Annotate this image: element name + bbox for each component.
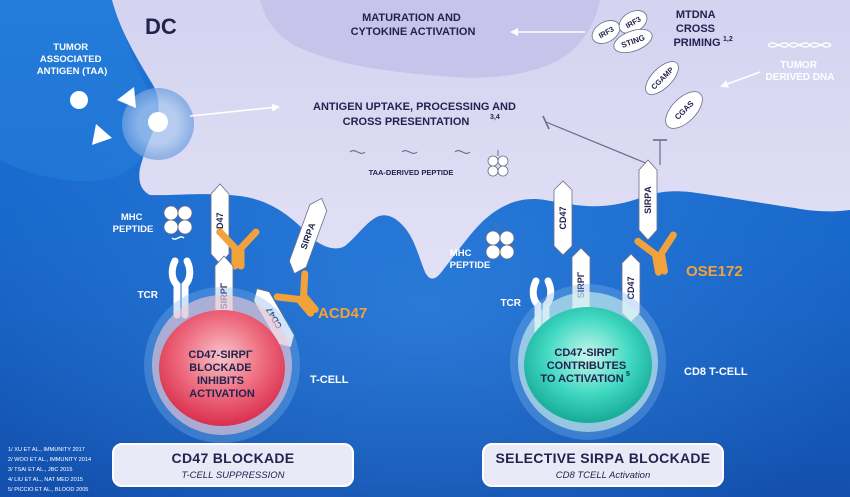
cd47-receptor: CD47 [210, 183, 230, 265]
reference-item: 3/ Tsai et al., JBC 2015 [8, 467, 72, 473]
sirpa-receptor: SIRPα [288, 197, 328, 275]
sirpa-label: SIRPα [643, 186, 653, 214]
antigen-triangle [92, 124, 112, 145]
right-cell-text: CD47-SIRPγ contributes to activation [540, 347, 629, 385]
ose172-label: OSE172 [686, 263, 743, 280]
mhc-label: MHC peptide [113, 212, 154, 235]
peptide-squiggle [454, 149, 471, 155]
sirpg-label: SIRPγ [576, 271, 586, 298]
reference-item: 4/ Liu et al., Nat Med 2015 [8, 477, 83, 483]
acd47-label: αCD47 [318, 305, 367, 322]
tcr-label: TCR [137, 290, 158, 301]
tcr-icon [529, 277, 555, 339]
tcr-icon [168, 257, 194, 319]
caption-box-right [482, 443, 724, 487]
cd8-t-cell-label: CD8 T-cell [684, 366, 748, 378]
caption-left-title: CD47 Blockade [172, 450, 295, 466]
dc-nucleus [260, 0, 600, 78]
antigen-circle [70, 91, 88, 109]
t-cell-body [159, 310, 285, 426]
caption-right-title: Selective SIRPα Blockade [496, 450, 711, 466]
mtdna-label: mtDNA cross priming [673, 9, 720, 49]
sting-oval [613, 28, 653, 54]
uptake-arrow [189, 103, 280, 117]
taa-label: Tumor associated antigen (TAA) [37, 42, 108, 77]
maturation-label: Maturation and cytokine activation [351, 12, 476, 38]
mhc-icon [487, 150, 509, 177]
antigen-triangle [117, 87, 136, 108]
tumor-dna-label: Tumor derived DNA [766, 60, 835, 83]
peptide-label: TAA-derived peptide [369, 168, 454, 177]
antibody-icon [634, 231, 677, 276]
peptide-squiggle [401, 149, 418, 155]
cd47-label: CD47 [626, 276, 636, 299]
background-left-shade [0, 0, 157, 182]
caption-left-subtitle: T-cell suppression [182, 470, 285, 481]
tumor-dna-arrow [720, 71, 761, 88]
dna-helix-icon [767, 42, 832, 48]
inhibition-bar [542, 115, 550, 130]
sirpa-receptor: SIRPα [638, 159, 658, 241]
caption-right-subtitle: CD8 TCELL Activation [556, 470, 651, 481]
mhc-icon [485, 222, 515, 260]
mhc-label: MHC peptide [450, 248, 491, 271]
inhibition-line [545, 121, 649, 165]
cgamp-oval [645, 61, 679, 95]
caption-box-left [112, 443, 354, 487]
reference-item: 2/ Woo et al., Immunity 2014 [8, 457, 91, 463]
reference-item: 1/ Xu et al., Immunity 2017 [8, 447, 85, 453]
reference-list: 1/ Xu et al., Immunity 2017 2/ Woo et al… [8, 447, 91, 493]
left-cell-text: CD47-SIRPγ blockade inhibits activation [188, 349, 255, 400]
peptide-squiggle [349, 149, 366, 155]
cd8-t-cell-body [524, 307, 652, 423]
antibody-icon [216, 228, 260, 270]
t-cell-label: T-cell [310, 374, 349, 386]
mhc-icon [163, 205, 193, 240]
uptake-label: Antigen uptake, processing and cross pre… [313, 101, 519, 128]
right-cell-ref: 5 [626, 371, 630, 378]
reference-item: 5/ Piccio et al., Blood 2005 [8, 487, 88, 493]
antigen-in-vesicle [148, 112, 168, 132]
cgas-oval [665, 91, 703, 129]
tcr-label: TCR [500, 298, 521, 309]
cd47-label: CD47 [558, 206, 568, 229]
dc-label: DC [145, 14, 177, 39]
cd47-label: CD47 [215, 212, 225, 235]
uptake-ref: 3,4 [490, 114, 500, 121]
antibody-icon [273, 270, 319, 317]
mtdna-ref: 1,2 [723, 36, 733, 43]
cd47-receptor: CD47 [553, 180, 573, 256]
